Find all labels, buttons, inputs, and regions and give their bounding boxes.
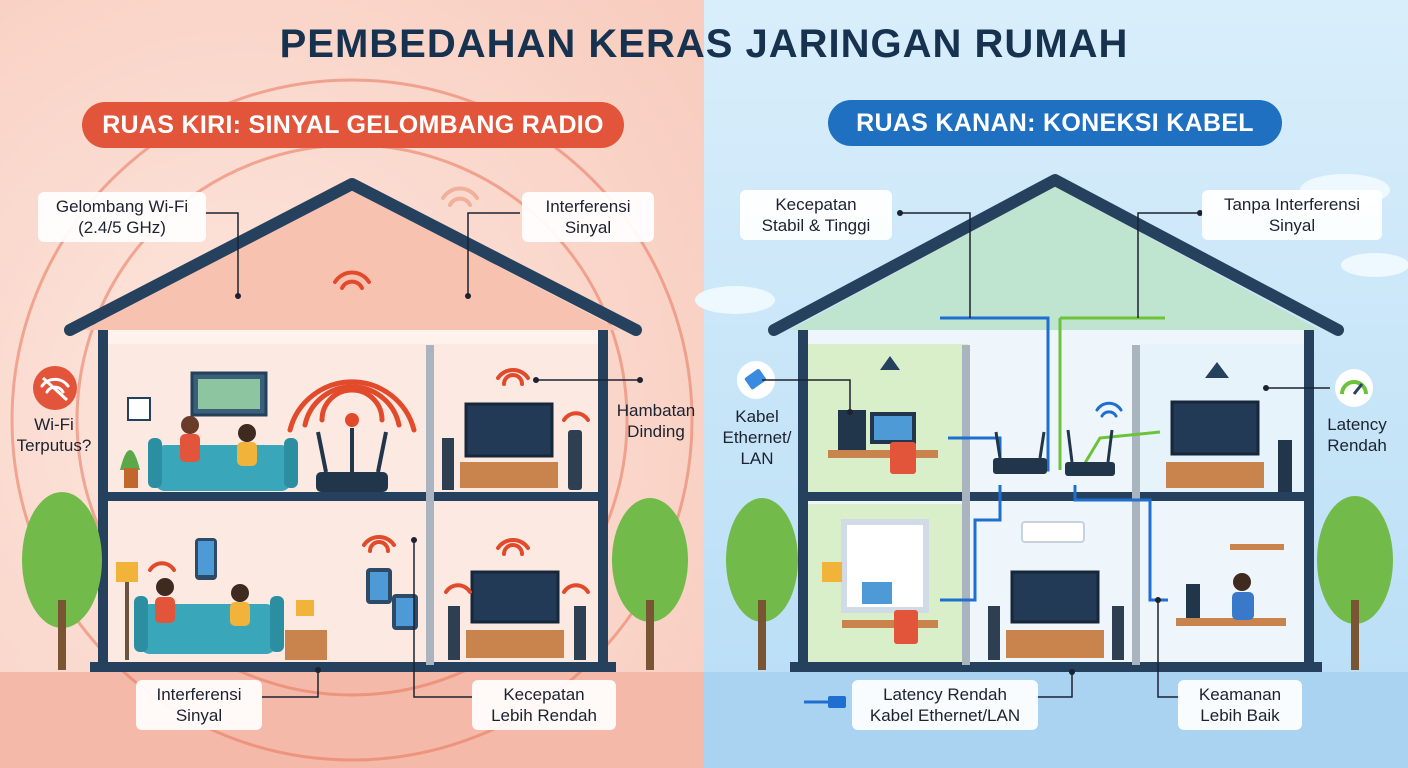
label-lower-speed: Kecepatan Lebih Rendah [472, 680, 616, 730]
wifi-icons-left [148, 186, 590, 594]
leader-lines [205, 212, 1330, 698]
leader-dots [235, 210, 1269, 675]
page-title: PEMBEDAHAN KERAS JARINGAN RUMAH [279, 22, 1129, 66]
trees [22, 492, 1393, 670]
label-low-latency: Latency Rendah [1327, 415, 1387, 455]
label-ethernet-cable: Kabel Ethernet/ LAN [722, 407, 792, 468]
label-interference-bottom: Interferensi Sinyal [136, 680, 262, 730]
label-wall-obstruction: Hambatan Dinding [616, 401, 696, 441]
label-interference-top: Interferensi Sinyal [522, 192, 654, 242]
router-signal-arcs [287, 379, 417, 433]
label-low-latency-cable: Latency Rendah Kabel Ethernet/LAN [852, 680, 1038, 730]
cable-icon [804, 696, 846, 708]
label-wifi-disconnected: Wi-Fi Terputus? [16, 415, 92, 455]
latency-gauge-icon [1335, 369, 1373, 407]
left-upper-room [120, 371, 582, 492]
label-no-interference: Tanpa Interferensi Sinyal [1202, 190, 1382, 240]
label-wifi-waves: Gelombang Wi-Fi (2.4/5 GHz) [38, 192, 206, 242]
label-stable-speed: Kecepatan Stabil & Tinggi [740, 190, 892, 240]
left-section-header: RUAS KIRI: SINYAL GELOMBANG RADIO [82, 102, 624, 148]
router-signal-core [345, 413, 359, 427]
wifi-icon-right [1095, 401, 1123, 418]
right-section-header: RUAS KANAN: KONEKSI KABEL [828, 100, 1282, 146]
right-rooms [822, 356, 1292, 660]
left-lower-room [116, 538, 586, 660]
left-house [64, 178, 642, 672]
label-better-security: Keamanan Lebih Baik [1178, 680, 1302, 730]
wifi-disconnected-icon [33, 366, 77, 410]
right-ground [704, 672, 1408, 768]
ethernet-plug-icon [737, 361, 775, 399]
